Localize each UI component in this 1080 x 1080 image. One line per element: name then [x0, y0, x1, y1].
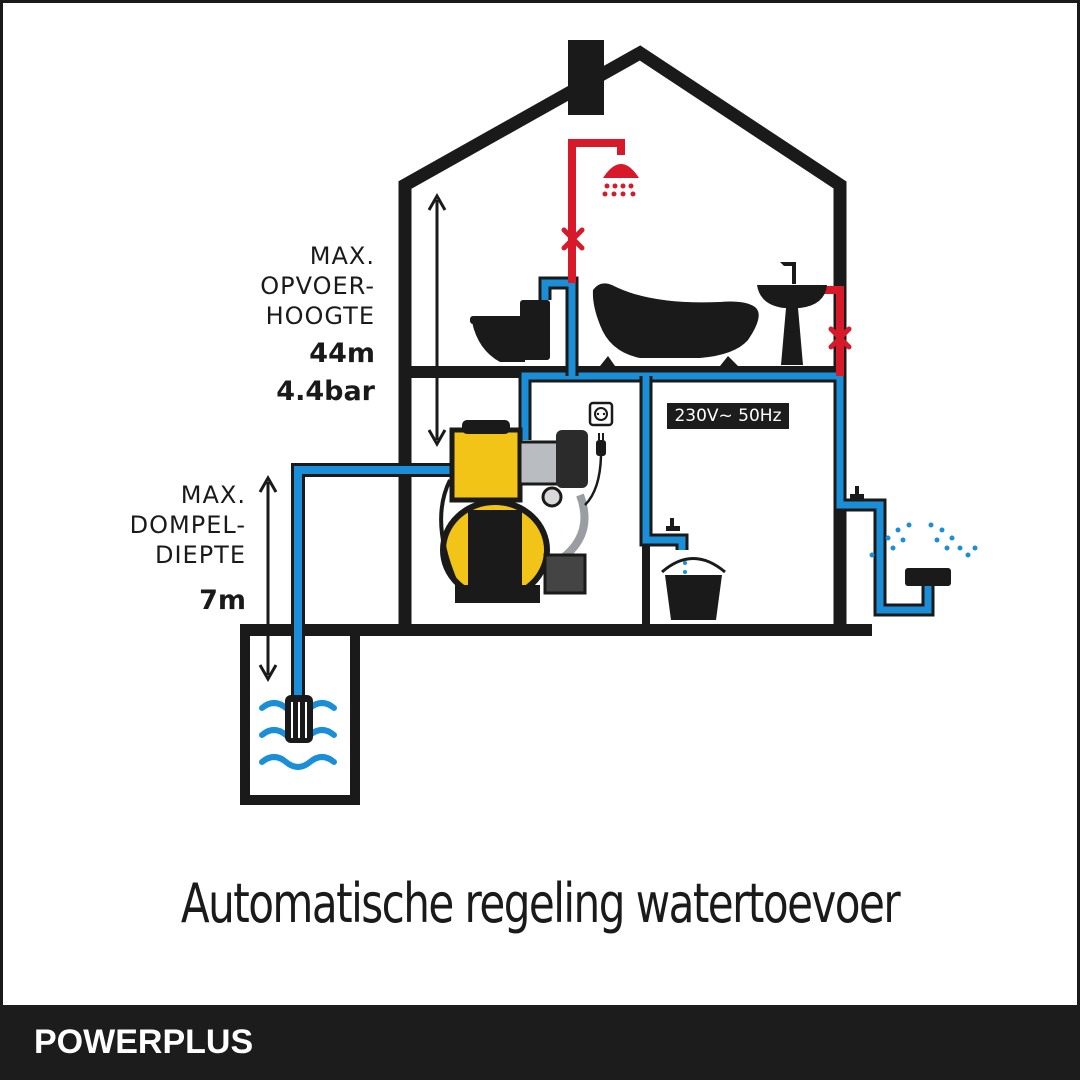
voltage-label: 230V~ 50Hz — [667, 403, 789, 429]
head-label-line2: OPVOER- — [260, 272, 375, 300]
depth-label-line3: DIEPTE — [154, 541, 246, 569]
depth-label-line1: MAX. — [180, 481, 246, 509]
depth-label-line2: DOMPEL- — [129, 511, 246, 539]
well — [240, 630, 360, 805]
bathtub-icon — [592, 283, 759, 366]
depth-value: 7m — [199, 585, 246, 616]
brand-logo: POWERPLUS — [34, 1023, 254, 1061]
head-value-bar: 4.4bar — [276, 376, 375, 407]
head-label-line3: HOOGTE — [265, 302, 375, 330]
head-height-arrow — [427, 192, 447, 448]
toilet-icon — [470, 300, 550, 362]
shower-icon — [602, 164, 639, 197]
power-socket-icon — [584, 401, 614, 506]
x-mark-shower — [561, 227, 585, 251]
head-value-meters: 44m — [309, 338, 375, 369]
supply-pipes — [518, 276, 935, 617]
pump-icon — [439, 420, 589, 603]
suction-pipe — [291, 463, 455, 700]
x-mark-sink — [828, 326, 852, 350]
tap-bucket-icon — [661, 518, 726, 620]
head-label-line1: MAX. — [309, 242, 375, 270]
caption: Automatische regeling watertoevoer — [180, 872, 901, 935]
sprinkler-icon — [850, 486, 978, 586]
submersion-depth-arrow — [258, 474, 278, 683]
sink-icon — [757, 262, 827, 365]
footer-bar: POWERPLUS — [0, 1005, 1080, 1080]
